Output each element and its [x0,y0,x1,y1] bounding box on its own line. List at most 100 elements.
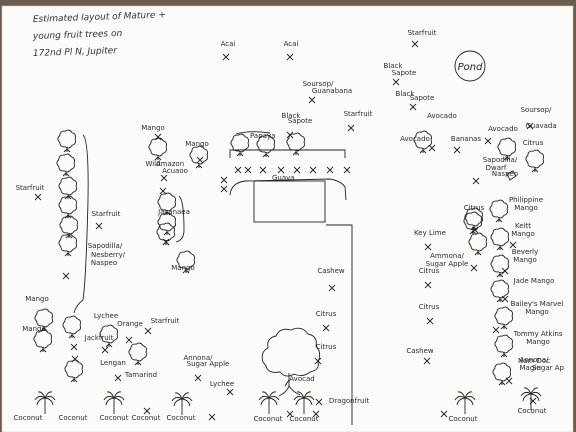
tree-label: Coconut [518,407,547,415]
tree-canopy [62,315,81,339]
tree-label: Bananas [451,135,482,143]
tree-label: Sugar Apple [187,360,230,368]
tree-canopy [176,250,195,274]
tree-label: Mango [514,204,538,212]
tree-label: Mango [171,264,195,272]
tree-label: Mango [25,295,49,303]
tree-label: Mango [185,140,209,148]
title-line-1: Estimated layout of Mature + [33,10,166,25]
planting-x-marker [143,407,151,415]
palm-tree [171,392,193,415]
tree-label: Avocad [289,375,314,383]
planting-x-marker [328,284,336,292]
planting-x-marker [71,355,79,363]
tree-label: Mango [511,230,535,238]
planting-x-marker [220,176,228,184]
palm-tree [454,391,476,414]
title-line-3: 172nd Pl N, Jupiter [33,46,119,59]
tree-label: Mango [22,325,46,333]
tree-canopy [128,342,147,366]
planting-x-marker [505,377,513,385]
tree-label: Soursop/ [521,106,552,114]
title-line-2: young fruit trees on [32,29,123,42]
planting-x-marker [309,166,317,174]
tree-label: Citrus [316,310,337,318]
tree-label: Coconut [132,414,161,422]
tree-label: Coconut [254,415,283,423]
planting-x-marker [34,193,42,201]
planting-x-marker [409,103,417,111]
tree-label: Cashew [406,347,434,355]
planting-x-marker [484,137,492,145]
planting-x-marker [286,131,294,139]
tree-label: Orange [117,320,143,328]
big-avocado-tree [261,327,321,397]
planting-x-marker [326,166,334,174]
planting-x-marker [492,326,500,334]
tree-label: Guavada [525,122,556,130]
tree-label: Avocado [488,125,518,133]
tree-label: Sapote [410,94,435,102]
tree-label: Bailey's Marvel [511,300,564,308]
planting-x-marker [277,166,285,174]
planting-markers [34,40,537,421]
tree-label: Coconut [167,414,196,422]
tree-canopy [56,153,75,177]
tree-label: Coconut [14,414,43,422]
tree-label: Lychee [94,312,118,320]
tree-label: Starfruit [344,110,373,118]
tree-label: Starfruit [151,317,180,325]
planting-x-marker [62,272,70,280]
tree-label: Key Lime [414,229,446,237]
planting-x-marker [154,133,162,141]
tree-label: Lychee [210,380,234,388]
tree-canopy [148,137,167,161]
planting-x-marker [160,174,168,182]
planting-x-marker [286,53,294,61]
planting-x-marker [509,241,517,249]
tree-label: Nam Doc [518,357,550,365]
planting-x-marker [196,156,204,164]
tree-label: Jacanaea [157,208,190,216]
tree-label: Beverly [512,248,539,256]
tree-label: Sugar Apple [426,260,469,268]
palm-tree [103,391,125,414]
tree-label: Dragonfruit [329,397,369,405]
planting-x-marker [95,222,103,230]
planting-x-marker [220,185,228,193]
planting-x-marker [392,78,400,86]
tree-label: Naspeo [492,170,518,178]
tree-label: Naspeo [91,259,117,267]
cashew-diamond [506,170,517,181]
tree-label: Sapote [288,117,313,125]
pond-label: Pond [458,62,483,73]
tree-label: Starfruit [16,184,45,192]
tree-label: Wild [145,160,160,168]
planting-x-marker [286,410,294,418]
tree-label: Guanabana [312,87,352,95]
planting-x-marker [125,336,133,344]
tree-label: Jackfruit [84,334,114,342]
planting-x-marker [453,146,461,154]
tree-label: Lengan [100,359,126,367]
planting-x-marker [312,410,320,418]
planting-x-marker [470,264,478,272]
planting-x-marker [308,96,316,104]
guava-label: Guava [272,174,295,182]
palm-trees [34,387,542,415]
planting-x-marker [471,226,479,234]
palm-tree [258,391,280,414]
tree-label: Black [396,90,416,98]
tree-label: Mango [525,308,549,316]
tree-label: Philippine [509,196,543,204]
tree-canopies [33,129,544,386]
tree-label: Tamarind [124,371,157,379]
tree-label: Tommy Atkins [513,330,563,338]
tree-canopy [57,129,76,153]
guava-structure: Guava [229,174,353,425]
planting-x-marker [315,398,323,406]
tree-label: Ammona/ [430,252,464,260]
tree-canopy [189,145,208,169]
tree-label: Black [282,112,302,120]
